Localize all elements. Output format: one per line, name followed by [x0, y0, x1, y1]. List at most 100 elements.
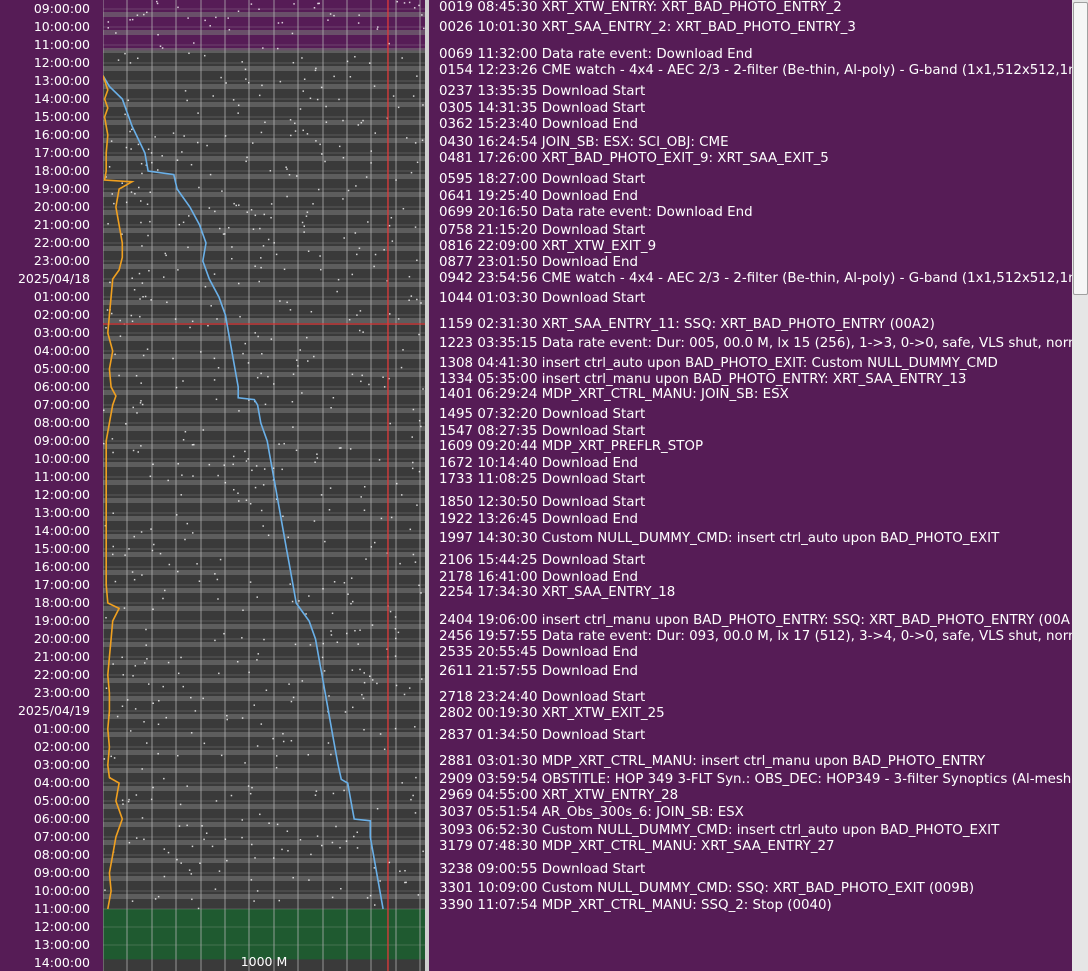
data-dot: [343, 237, 345, 239]
timeline-plot[interactable]: [103, 0, 425, 971]
data-dot: [265, 689, 268, 692]
data-dot: [168, 563, 171, 566]
time-label: 11:00:00: [33, 469, 90, 484]
activity-band: [103, 102, 425, 107]
data-dot: [247, 362, 250, 364]
activity-band: [103, 138, 425, 143]
event-row[interactable]: 3390 11:07:54 MDP_XRT_CTRL_MANU: SSQ_2: …: [439, 898, 832, 914]
event-row[interactable]: 0699 20:16:50 Data rate event: Download …: [439, 205, 753, 221]
scrollbar-thumb[interactable]: [1073, 2, 1088, 296]
event-row[interactable]: 1401 06:29:24 MDP_XRT_CTRL_MANU: JOIN_SB…: [439, 387, 789, 403]
event-row[interactable]: 1672 10:14:40 Download End: [439, 455, 638, 471]
data-dot: [368, 383, 370, 386]
event-row[interactable]: 1308 04:41:30 insert ctrl_auto upon BAD_…: [439, 355, 998, 371]
event-row[interactable]: 2718 23:24:40 Download Start: [439, 689, 646, 705]
data-dot: [146, 742, 148, 744]
event-row[interactable]: 0026 10:01:30 XRT_SAA_ENTRY_2: XRT_BAD_P…: [439, 20, 856, 35]
time-label: 18:00:00: [33, 595, 90, 610]
event-row[interactable]: 0237 13:35:35 Download Start: [439, 83, 646, 99]
data-dot: [107, 21, 110, 23]
event-row[interactable]: 2969 04:55:00 XRT_XTW_ENTRY_28: [439, 787, 679, 803]
event-row[interactable]: 0942 23:54:56 CME watch - 4x4 - AEC 2/3 …: [439, 271, 1072, 287]
data-dot: [258, 8, 260, 10]
data-dot: [133, 578, 136, 581]
data-dot: [141, 282, 144, 284]
event-row[interactable]: 3301 10:09:00 Custom NULL_DUMMY_CMD: SSQ…: [439, 881, 975, 897]
event-row[interactable]: 0019 08:45:30 XRT_XTW_ENTRY: XRT_BAD_PHO…: [439, 0, 842, 16]
event-row[interactable]: 1159 02:31:30 XRT_SAA_ENTRY_11: SSQ: XRT…: [439, 317, 935, 332]
event-row[interactable]: 0758 21:15:20 Download Start: [439, 222, 646, 238]
event-row[interactable]: 0430 16:24:54 JOIN_SB: ESX: SCI_OBJ: CME: [439, 135, 729, 151]
event-row[interactable]: 2837 01:34:50 Download Start: [439, 728, 646, 744]
event-row[interactable]: 1609 09:20:44 MDP_XRT_PREFLR_STOP: [439, 439, 704, 455]
data-dot: [191, 845, 194, 848]
data-dot: [373, 541, 376, 544]
data-dot: [237, 10, 240, 12]
activity-band: [103, 570, 425, 575]
event-row[interactable]: 2909 03:59:54 OBSTITLE: HOP 349 3-FLT Sy…: [439, 771, 1072, 787]
panel-divider[interactable]: [425, 0, 429, 971]
event-row[interactable]: 0816 22:09:00 XRT_XTW_EXIT_9: [439, 238, 657, 254]
event-row[interactable]: 2404 19:06:00 insert ctrl_manu upon BAD_…: [439, 613, 1070, 629]
event-row[interactable]: 3238 09:00:55 Download Start: [439, 861, 646, 877]
data-dot: [420, 425, 422, 428]
event-row[interactable]: 3179 07:48:30 MDP_XRT_CTRL_MANU: XRT_SAA…: [439, 839, 835, 854]
data-dot: [244, 762, 246, 764]
event-row[interactable]: 0641 19:25:40 Download End: [439, 189, 638, 205]
event-row[interactable]: 0305 14:31:35 Download Start: [439, 101, 646, 116]
event-row[interactable]: 1044 01:03:30 Download Start: [439, 290, 646, 306]
event-row[interactable]: 0154 12:23:26 CME watch - 4x4 - AEC 2/3 …: [439, 63, 1072, 79]
event-row[interactable]: 1334 05:35:00 insert ctrl_manu upon BAD_…: [439, 371, 967, 387]
event-row[interactable]: 2881 03:01:30 MDP_XRT_CTRL_MANU: insert …: [439, 754, 986, 770]
data-dot: [121, 233, 123, 235]
event-row[interactable]: 3037 05:51:54 AR_Obs_300s_6: JOIN_SB: ES…: [439, 804, 744, 820]
event-row[interactable]: 1495 07:32:20 Download Start: [439, 407, 646, 422]
data-dot: [291, 32, 294, 35]
event-list-scrollbar[interactable]: [1072, 0, 1088, 971]
data-dot: [152, 463, 154, 466]
event-row[interactable]: 2802 00:19:30 XRT_XTW_EXIT_25: [439, 705, 665, 721]
event-row[interactable]: 0362 15:23:40 Download End: [439, 117, 638, 133]
data-dot: [362, 697, 365, 700]
event-row[interactable]: 1997 14:30:30 Custom NULL_DUMMY_CMD: ins…: [439, 531, 1000, 547]
data-dot: [413, 7, 416, 9]
data-dot: [302, 90, 305, 92]
data-dot: [376, 28, 379, 30]
data-dot: [303, 78, 306, 80]
event-row[interactable]: 3093 06:52:30 Custom NULL_DUMMY_CMD: ins…: [439, 822, 1000, 838]
event-row[interactable]: 1223 03:35:15 Data rate event: Dur: 005,…: [439, 335, 1072, 351]
data-dot: [371, 679, 374, 681]
data-dot: [177, 570, 179, 573]
data-dot: [351, 669, 354, 671]
data-dot: [303, 225, 305, 227]
data-dot: [203, 838, 205, 841]
data-dot: [180, 862, 182, 864]
data-dot: [112, 512, 114, 514]
event-row[interactable]: 2535 20:55:45 Download End: [439, 644, 638, 660]
event-row[interactable]: 1733 11:08:25 Download Start: [439, 471, 646, 487]
data-dot: [219, 558, 222, 561]
event-row[interactable]: 1922 13:26:45 Download End: [439, 512, 638, 528]
event-row[interactable]: 2178 16:41:00 Download End: [439, 569, 638, 585]
event-list[interactable]: 0019 08:45:30 XRT_XTW_ENTRY: XRT_BAD_PHO…: [429, 0, 1072, 971]
event-row[interactable]: 2106 15:44:25 Download Start: [439, 552, 646, 568]
event-row[interactable]: 0069 11:32:00 Data rate event: Download …: [439, 47, 753, 62]
data-dot: [327, 19, 329, 21]
data-dot: [202, 429, 205, 431]
event-row[interactable]: 0481 17:26:00 XRT_BAD_PHOTO_EXIT_9: XRT_…: [439, 151, 829, 167]
event-row[interactable]: 2611 21:57:55 Download End: [439, 663, 638, 679]
data-dot: [163, 848, 166, 850]
event-row[interactable]: 1850 12:30:50 Download Start: [439, 495, 646, 511]
data-dot: [267, 375, 269, 378]
data-dot: [262, 245, 265, 247]
event-row[interactable]: 0877 23:01:50 Download End: [439, 254, 638, 270]
event-row[interactable]: 2456 19:57:55 Data rate event: Dur: 093,…: [439, 629, 1072, 645]
data-dot: [140, 400, 142, 402]
event-row[interactable]: 1547 08:27:35 Download Start: [439, 424, 646, 440]
activity-band: [103, 696, 425, 701]
event-row[interactable]: 2254 17:34:30 XRT_SAA_ENTRY_18: [439, 585, 676, 601]
data-dot: [414, 561, 417, 563]
data-dot: [245, 78, 247, 80]
data-dot: [342, 198, 344, 200]
event-row[interactable]: 0595 18:27:00 Download Start: [439, 172, 646, 188]
